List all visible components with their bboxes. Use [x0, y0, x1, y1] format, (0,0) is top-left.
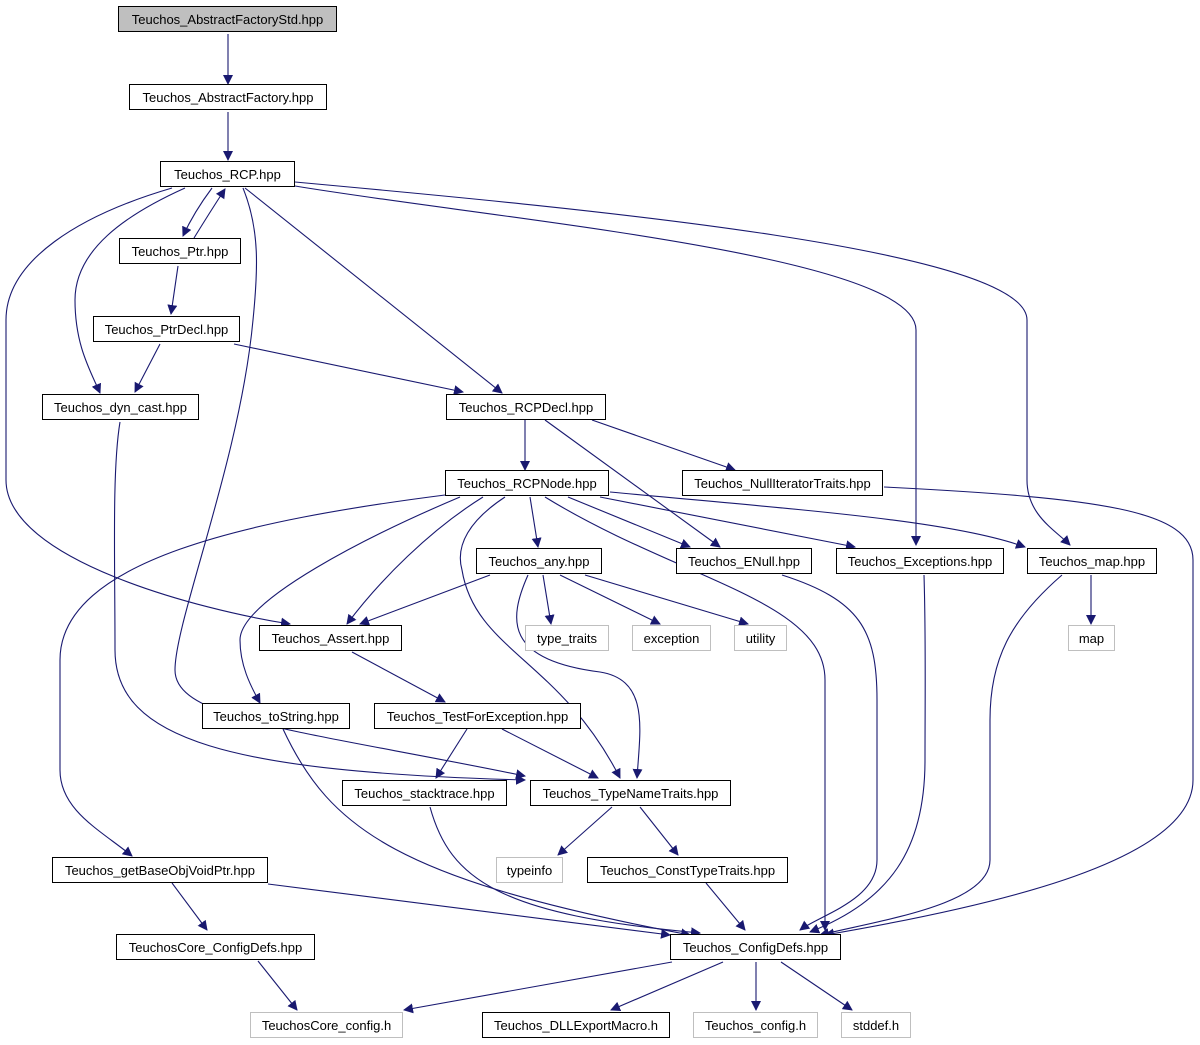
node-any[interactable]: Teuchos_any.hpp — [476, 548, 602, 574]
node-type-traits: type_traits — [525, 625, 609, 651]
edge-rcp-decl-to-null-iterator-traits — [591, 419, 736, 472]
edge-rcp-to-ptr — [182, 187, 213, 237]
edge-any-to-exception — [559, 574, 661, 625]
node-rcp-decl[interactable]: Teuchos_RCPDecl.hpp — [446, 394, 606, 420]
edge-ptr-decl-to-dyn-cast — [134, 343, 161, 393]
edge-const-type-traits-to-config-defs — [705, 882, 746, 931]
node-typeinfo: typeinfo — [496, 857, 563, 883]
node-dll-export-macro[interactable]: Teuchos_DLLExportMacro.h — [482, 1012, 670, 1038]
edge-ptr-decl-to-rcp-decl — [233, 343, 464, 396]
node-teuchos-core-config-defs[interactable]: TeuchosCore_ConfigDefs.hpp — [116, 934, 315, 960]
node-teuchos-config-h: Teuchos_config.h — [693, 1012, 818, 1038]
edge-any-to-assert — [359, 574, 491, 626]
edge-type-name-traits-to-const-type-traits — [639, 806, 679, 856]
edge-ptr-to-rcp — [193, 188, 226, 239]
edge-exceptions-to-config-defs — [809, 574, 926, 934]
node-ptr-decl[interactable]: Teuchos_PtrDecl.hpp — [93, 316, 240, 342]
edge-ptr-to-ptr-decl — [167, 265, 179, 315]
node-test-for-exception[interactable]: Teuchos_TestForException.hpp — [374, 703, 581, 729]
edge-map-hpp-to-config-defs — [819, 574, 1063, 938]
edge-get-base-obj-void-ptr-to-config-defs — [267, 883, 671, 939]
edge-enull-to-config-defs — [781, 574, 878, 931]
edge-config-defs-to-teuchos-core-config-h — [403, 961, 673, 1014]
node-teuchos-core-config-h: TeuchosCore_config.h — [250, 1012, 403, 1038]
node-rcp[interactable]: Teuchos_RCP.hpp — [160, 161, 295, 187]
node-get-base-obj-void-ptr[interactable]: Teuchos_getBaseObjVoidPtr.hpp — [52, 857, 268, 883]
node-utility: utility — [734, 625, 787, 651]
edge-rcp-to-map-hpp — [294, 181, 1071, 546]
edge-get-base-obj-void-ptr-to-teuchos-core-config-defs — [171, 882, 208, 931]
edge-any-to-utility — [584, 574, 749, 627]
node-abstract-factory[interactable]: Teuchos_AbstractFactory.hpp — [129, 84, 327, 110]
node-exception: exception — [632, 625, 711, 651]
edge-rcp-node-to-to-string — [239, 496, 461, 704]
edge-rcp-to-dyn-cast — [74, 187, 186, 394]
node-type-name-traits[interactable]: Teuchos_TypeNameTraits.hpp — [530, 780, 731, 806]
edge-type-name-traits-to-typeinfo — [557, 806, 613, 856]
node-config-defs[interactable]: Teuchos_ConfigDefs.hpp — [670, 934, 841, 960]
edge-rcp-node-to-config-defs — [544, 496, 830, 931]
edge-rcp-node-to-enull — [567, 496, 691, 549]
edge-rcp-to-exceptions — [294, 185, 921, 546]
edge-test-for-exception-to-type-name-traits — [501, 728, 599, 779]
edge-teuchos-core-config-defs-to-teuchos-core-config-h — [257, 960, 298, 1011]
edge-rcp-node-to-get-base-obj-void-ptr — [59, 494, 446, 857]
edge-rcp-node-to-assert — [346, 496, 484, 625]
edge-rcp-to-rcp-decl — [244, 187, 503, 394]
node-stddef: stddef.h — [841, 1012, 911, 1038]
edge-test-for-exception-to-stacktrace — [435, 728, 468, 779]
edge-to-string-to-config-defs — [282, 728, 691, 939]
node-null-iterator-traits[interactable]: Teuchos_NullIteratorTraits.hpp — [682, 470, 883, 496]
edge-config-defs-to-dll-export-macro — [610, 961, 724, 1012]
node-stacktrace[interactable]: Teuchos_stacktrace.hpp — [342, 780, 507, 806]
node-map: map — [1068, 625, 1115, 651]
node-to-string[interactable]: Teuchos_toString.hpp — [202, 703, 350, 729]
node-enull[interactable]: Teuchos_ENull.hpp — [676, 548, 812, 574]
edge-any-to-type-name-traits — [516, 574, 643, 779]
node-exceptions[interactable]: Teuchos_Exceptions.hpp — [836, 548, 1004, 574]
edge-rcp-node-to-any — [529, 496, 542, 548]
edge-null-iterator-traits-to-config-defs — [824, 486, 1194, 939]
edge-any-to-type-traits — [542, 574, 555, 625]
edge-rcp-to-assert — [5, 187, 291, 628]
node-rcp-node[interactable]: Teuchos_RCPNode.hpp — [445, 470, 609, 496]
edge-dyn-cast-to-type-name-traits — [113, 421, 526, 785]
node-abstract-factory-std: Teuchos_AbstractFactoryStd.hpp — [118, 6, 337, 32]
edge-stacktrace-to-config-defs — [429, 806, 701, 938]
node-ptr[interactable]: Teuchos_Ptr.hpp — [119, 238, 241, 264]
edge-rcp-to-type-name-traits — [174, 187, 526, 780]
node-const-type-traits[interactable]: Teuchos_ConstTypeTraits.hpp — [587, 857, 788, 883]
edge-rcp-decl-to-enull — [544, 419, 721, 548]
node-assert[interactable]: Teuchos_Assert.hpp — [259, 625, 402, 651]
node-map-hpp[interactable]: Teuchos_map.hpp — [1027, 548, 1157, 574]
edge-rcp-node-to-exceptions — [599, 496, 856, 551]
node-dyn-cast[interactable]: Teuchos_dyn_cast.hpp — [42, 394, 199, 420]
edge-config-defs-to-stddef — [780, 961, 853, 1011]
edge-assert-to-test-for-exception — [351, 651, 446, 703]
edge-rcp-node-to-map-hpp — [609, 491, 1026, 549]
